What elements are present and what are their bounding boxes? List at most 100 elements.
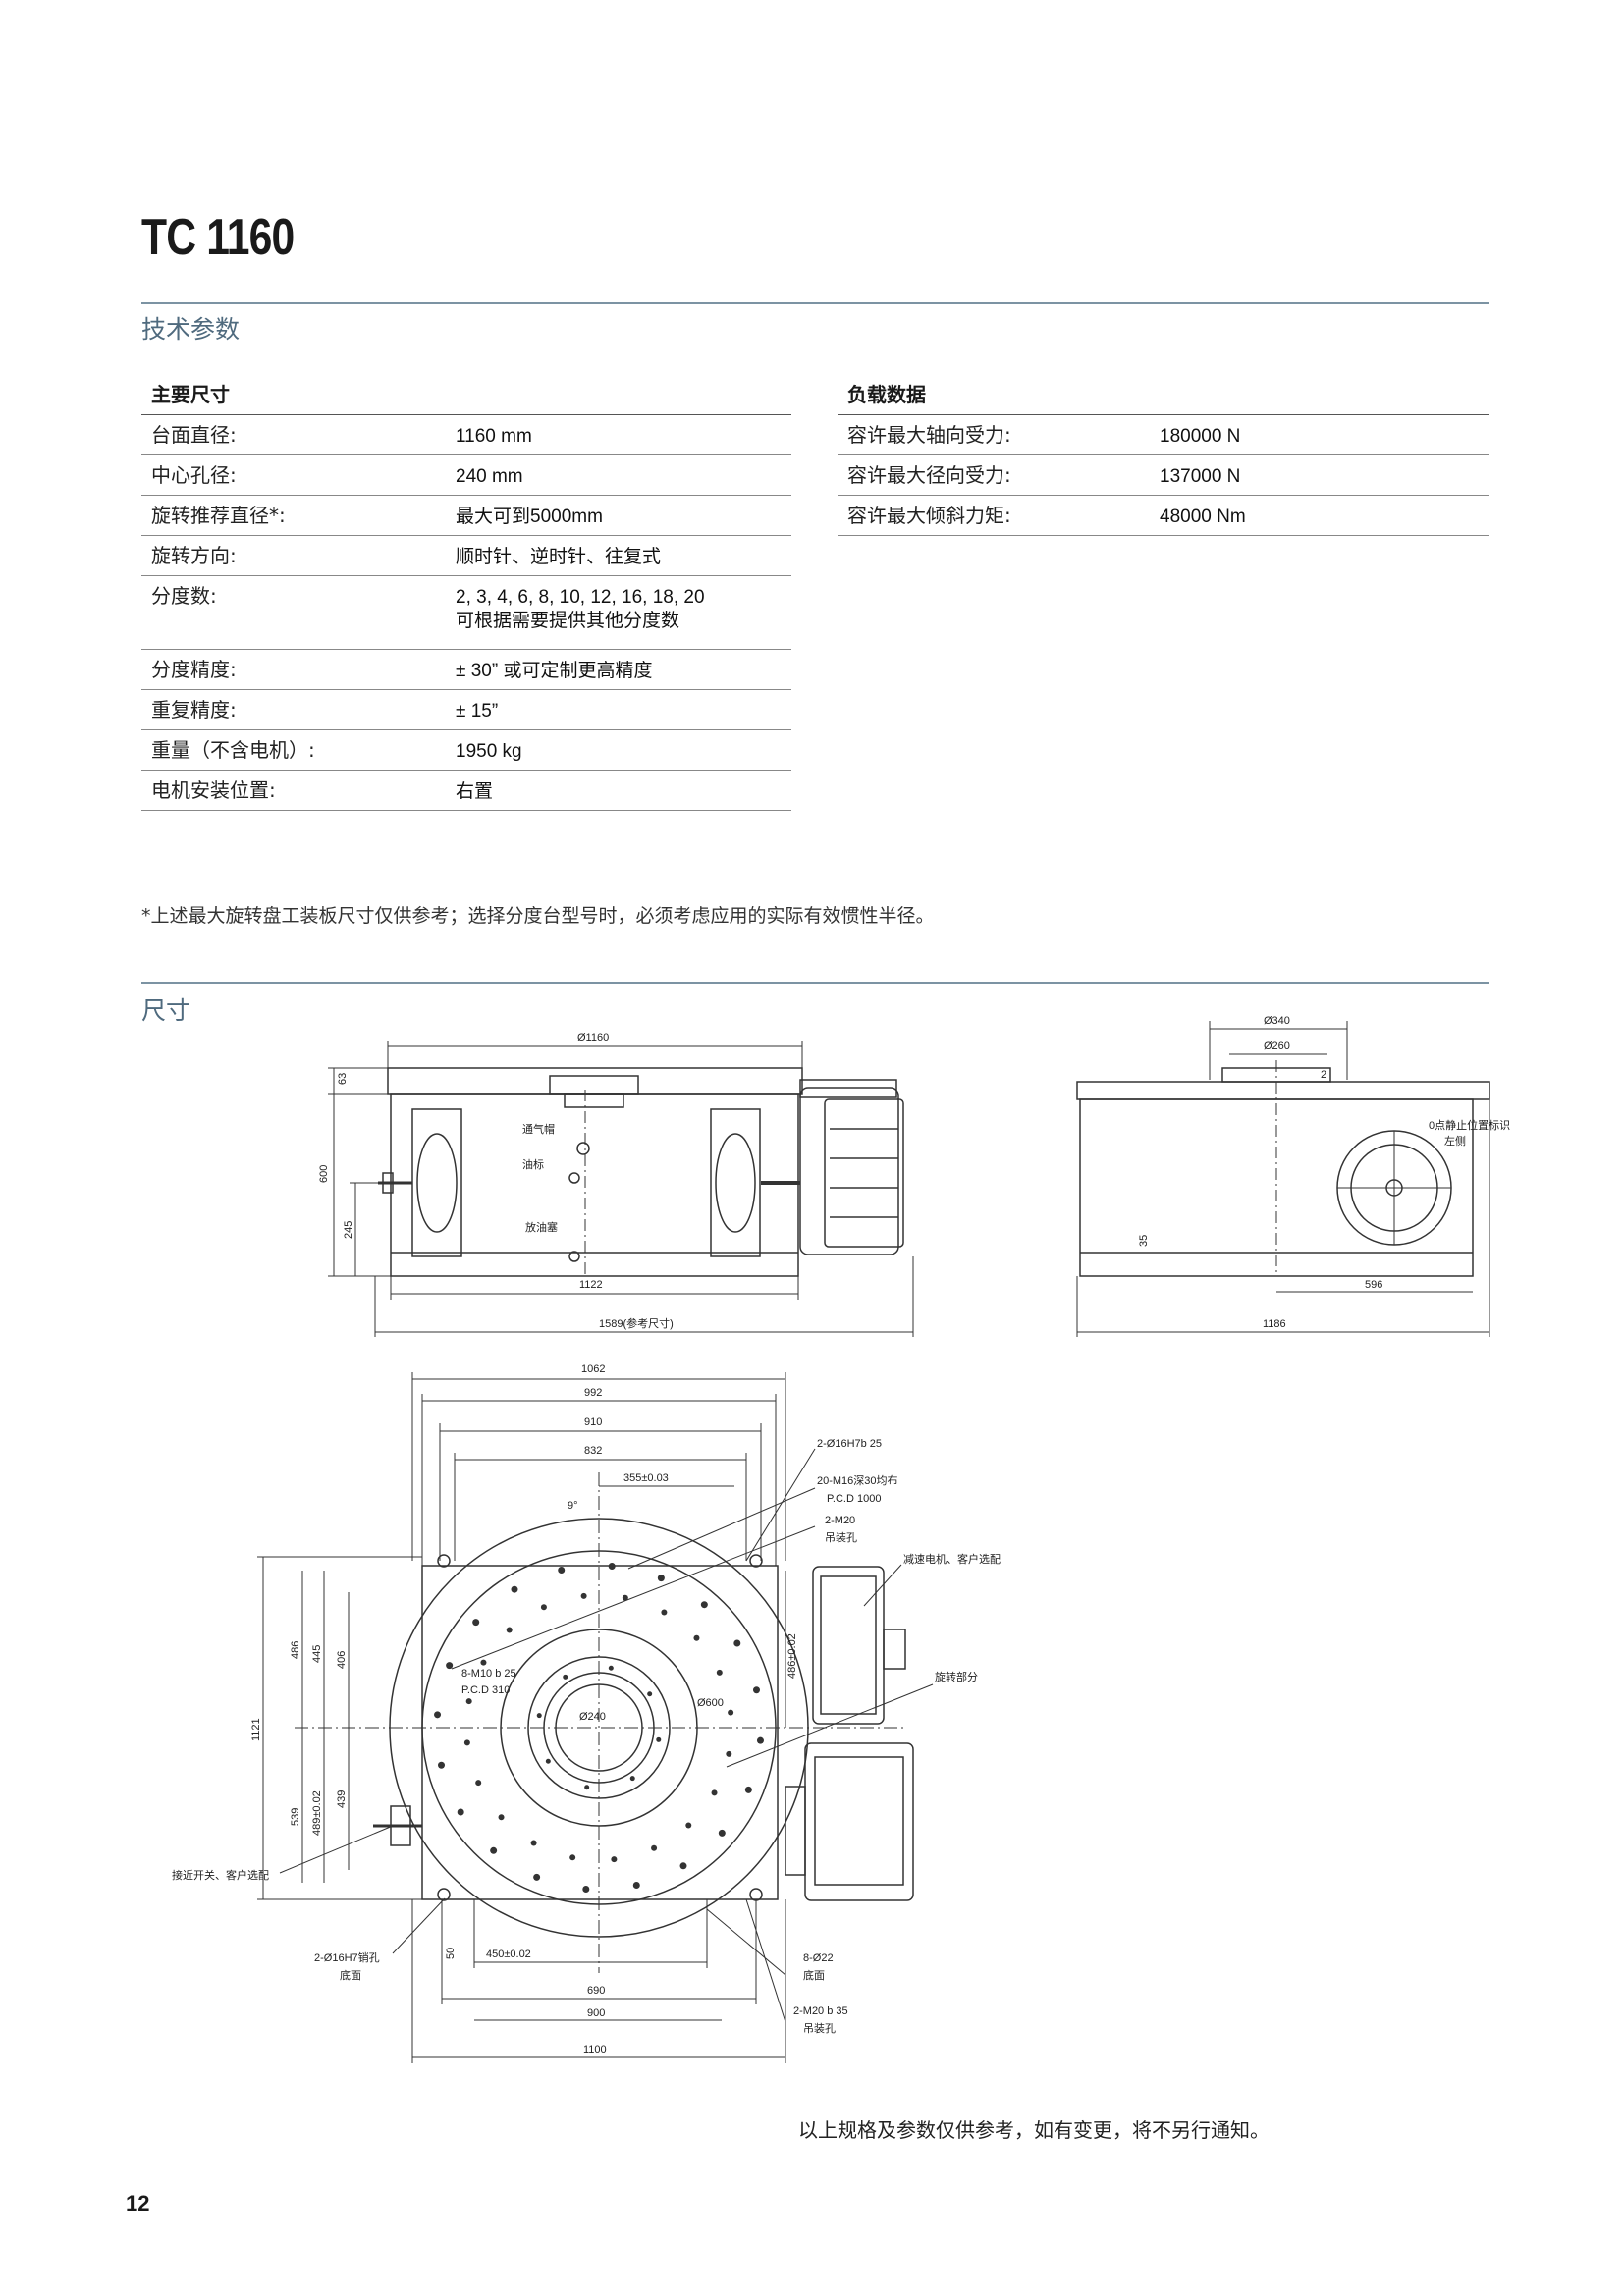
dim-label: 1121 <box>250 1718 262 1741</box>
section-title-dim: 尺寸 <box>141 996 191 1025</box>
bolt-hole <box>582 1885 590 1893</box>
callout-label: 8-Ø22 <box>803 1952 834 1964</box>
dim-label: 439 <box>336 1790 348 1808</box>
dim-label: 690 <box>587 1985 605 1997</box>
row-label: 旋转方向: <box>151 544 237 567</box>
row-label: 台面直径: <box>151 423 237 447</box>
dim-label: 245 <box>343 1221 354 1239</box>
bolt-hole <box>472 1619 480 1627</box>
row-value: ± 30” 或可定制更高精度 <box>456 661 653 681</box>
callout-label: 2-Ø16H7销孔 <box>314 1950 380 1964</box>
callout-label: 底面 <box>340 1968 361 1982</box>
row-value: 137000 N <box>1160 466 1241 487</box>
bolt-hole <box>563 1674 568 1680</box>
bolt-hole <box>465 1698 472 1705</box>
row-value: 48000 Nm <box>1160 507 1246 527</box>
dim-label: 489±0.02 <box>311 1790 323 1836</box>
row-label: 容许最大倾斜力矩: <box>847 504 1011 527</box>
bolt-hole <box>511 1585 518 1593</box>
table-row: 容许最大轴向受力: 180000 N <box>838 415 1489 455</box>
bolt-hole <box>540 1604 547 1611</box>
dim-label: 1100 <box>583 2044 607 2056</box>
row-value: ± 15” <box>456 701 499 721</box>
dim-label: 63 <box>337 1073 349 1085</box>
dim-label: Ø260 <box>1264 1041 1290 1052</box>
row-value: 1160 mm <box>456 426 532 447</box>
row-value: 2, 3, 4, 6, 8, 10, 12, 16, 18, 20 <box>456 587 705 608</box>
bolt-hole <box>480 1659 487 1666</box>
row-label: 电机安装位置: <box>151 778 276 802</box>
dim-label: 1589(参考尺寸) <box>599 1316 674 1330</box>
dim-label: 910 <box>584 1416 602 1428</box>
row-label: 分度数: <box>151 584 217 608</box>
dim-label: 50 <box>445 1948 457 1959</box>
bolt-hole <box>611 1856 618 1863</box>
callout-label: 左侧 <box>1444 1135 1466 1148</box>
callout-label: 8-M10 b 25 <box>461 1668 516 1680</box>
dim-label: 2 <box>1321 1069 1326 1081</box>
table-row: 中心孔径: 240 mm <box>141 455 791 496</box>
dim-label: 355±0.03 <box>623 1472 669 1484</box>
dim-label: Ø240 <box>579 1711 606 1723</box>
row-value: 右置 <box>456 781 494 802</box>
table-row: 旋转方向: 顺时针、逆时针、往复式 <box>141 536 791 576</box>
table-row: 容许最大径向受力: 137000 N <box>838 455 1489 496</box>
bolt-hole <box>498 1814 505 1821</box>
row-value: 240 mm <box>456 466 523 487</box>
bolt-hole <box>584 1785 590 1790</box>
row-value: 最大可到5000mm <box>456 507 603 527</box>
dim-label: 596 <box>1365 1279 1382 1291</box>
bolt-hole <box>711 1789 718 1796</box>
table-row: 重量（不含电机）: 1950 kg <box>141 730 791 771</box>
bolt-hole <box>685 1822 692 1829</box>
bolt-hole <box>545 1758 551 1764</box>
section-rule-dim <box>141 982 1489 984</box>
dim-label: 35 <box>1138 1235 1150 1247</box>
bolt-hole <box>679 1862 687 1870</box>
table-row: 台面直径: 1160 mm <box>141 415 791 455</box>
dim-label: Ø1160 <box>577 1032 609 1043</box>
row-label: 重量（不含电机）: <box>151 738 315 762</box>
bolt-hole <box>533 1873 541 1881</box>
bolt-hole <box>700 1601 708 1609</box>
callout-label: 油标 <box>522 1157 544 1171</box>
bolt-circle <box>434 1563 764 1893</box>
bolt-hole <box>629 1776 635 1782</box>
callout-label: 放油塞 <box>525 1220 558 1234</box>
dim-label: 450±0.02 <box>486 1949 531 1960</box>
side-view <box>1076 1021 1490 1337</box>
bolt-hole <box>744 1786 752 1793</box>
bolt-hole <box>608 1563 616 1571</box>
bolt-hole <box>558 1567 566 1575</box>
bolt-hole <box>647 1691 653 1697</box>
row-value: 180000 N <box>1160 426 1241 447</box>
callout-label: 吊装孔 <box>825 1531 857 1544</box>
row-label: 容许最大径向受力: <box>847 463 1011 487</box>
main-dimensions-table: 主要尺寸 台面直径: 1160 mm 中心孔径: 240 mm 旋转推荐直径*:… <box>141 375 791 811</box>
bolt-hole <box>716 1669 723 1676</box>
section-title-tech: 技术参数 <box>141 315 241 344</box>
dim-label: 406 <box>336 1651 348 1669</box>
bolt-hole <box>656 1736 662 1742</box>
bolt-hole <box>756 1736 764 1744</box>
table-row: 分度精度: ± 30” 或可定制更高精度 <box>141 650 791 690</box>
bolt-hole <box>506 1627 513 1633</box>
row-label: 中心孔径: <box>151 463 237 487</box>
dim-label: 832 <box>584 1445 602 1457</box>
callout-label: 20-M16深30均布 <box>817 1474 898 1487</box>
row-label: 分度精度: <box>151 658 237 681</box>
bolt-hole <box>661 1609 668 1616</box>
bolt-hole <box>530 1840 537 1846</box>
bolt-hole <box>434 1711 442 1719</box>
callout-label: 底面 <box>803 1968 825 1982</box>
bolt-hole <box>733 1639 741 1647</box>
page-number: 12 <box>126 2191 150 2216</box>
table-row: 容许最大倾斜力矩: 48000 Nm <box>838 496 1489 536</box>
bolt-hole <box>726 1750 732 1757</box>
page-title: TC 1160 <box>141 209 295 266</box>
dim-label: 1186 <box>1263 1318 1286 1330</box>
table-row: 分度数: 2, 3, 4, 6, 8, 10, 12, 16, 18, 20 可… <box>141 576 791 650</box>
disclaimer: 以上规格及参数仅供参考，如有变更，将不另行通知。 <box>798 2118 1270 2142</box>
dim-label: 600 <box>318 1165 330 1183</box>
callout-label: 减速电机、客户选配 <box>903 1552 1001 1566</box>
